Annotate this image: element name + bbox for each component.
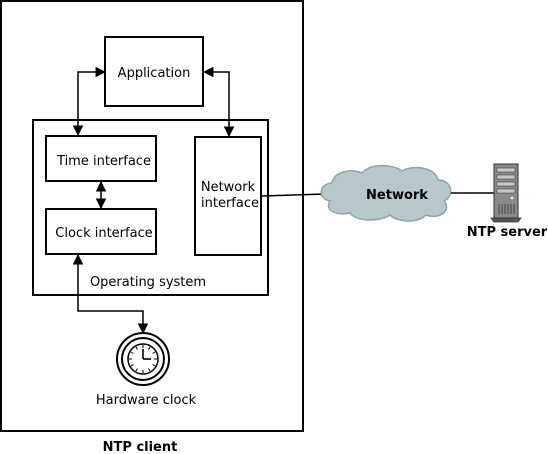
network-interface-box — [194, 136, 262, 256]
time-interface-label: Time interface — [56, 154, 151, 169]
network-label: Network — [366, 188, 428, 203]
arrow-clock-hardware — [72, 253, 149, 335]
arrow-app-time — [72, 66, 107, 137]
ntp-server-label: NTP server — [467, 225, 548, 240]
clock-icon — [116, 332, 170, 386]
ntp-client-label: NTP client — [103, 440, 178, 454]
server-tower-icon — [490, 163, 522, 223]
hardware-clock-label: Hardware clock — [96, 393, 197, 408]
link-interface-network — [261, 193, 326, 197]
ntp-client-box — [0, 0, 304, 432]
network-interface-label-line2: interface — [201, 196, 259, 211]
network-interface-label-line1: Network — [201, 180, 256, 195]
operating-system-box — [32, 119, 269, 296]
cloud-shape — [320, 164, 452, 222]
clock-interface-box — [45, 208, 157, 255]
application-box — [104, 36, 204, 107]
clock-interface-label: Clock interface — [55, 226, 152, 241]
application-label: Application — [118, 66, 191, 81]
operating-system-label: Operating system — [90, 275, 206, 290]
arrow-app-network — [202, 66, 235, 138]
